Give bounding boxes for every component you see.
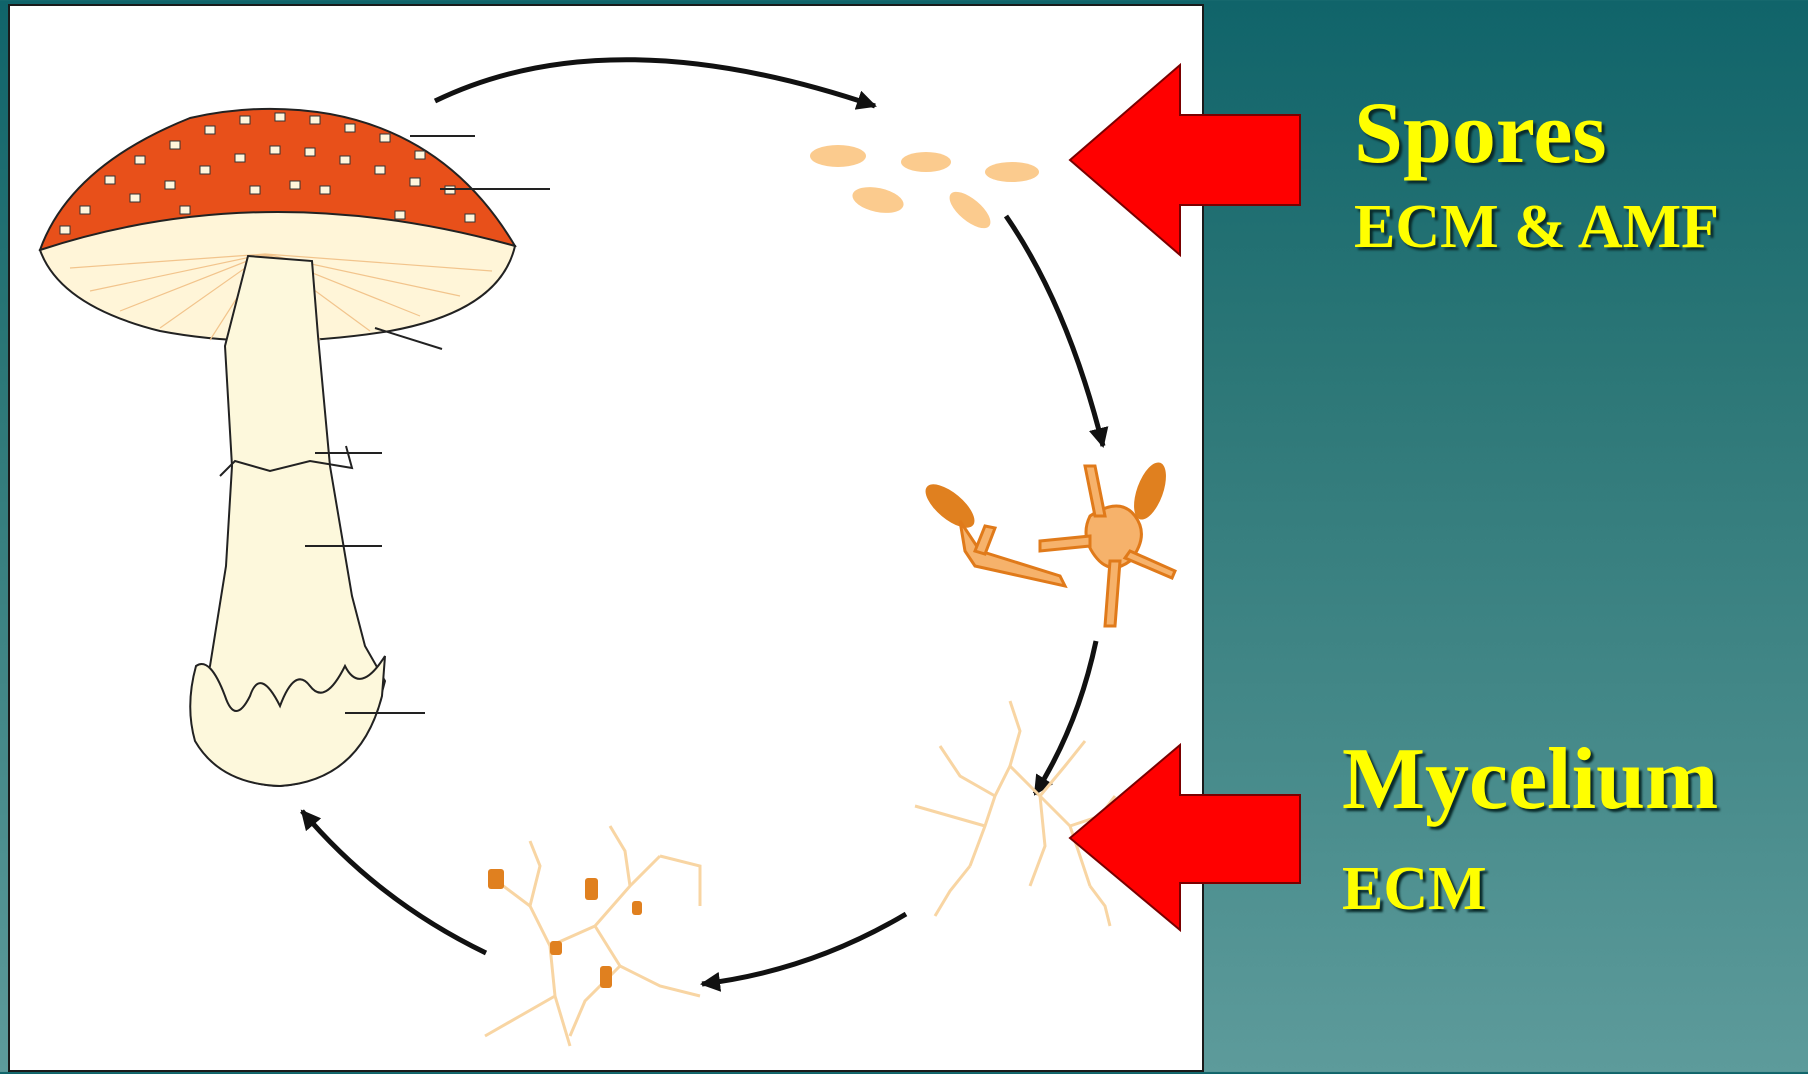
cycle-arrow-icon [702,914,906,984]
spores-title: Spores [1354,90,1607,178]
spores-icon [810,145,1039,234]
pointer-arrow-icon [1060,740,1310,940]
mycelium-subtitle: ECM [1342,858,1487,920]
mycelium-title: Mycelium [1342,736,1718,824]
life-cycle-panel [8,4,1204,1072]
germinating-spores-icon [919,458,1175,626]
mycelium-with-knots-icon [485,826,700,1046]
mushroom-fruiting-body-icon [40,109,515,786]
cycle-arrow-icon [435,60,875,106]
cycle-arrow-icon [302,811,486,953]
pointer-arrow-icon [1060,60,1310,260]
fungal-life-cycle-diagram [10,6,1206,1074]
spores-subtitle: ECM & AMF [1354,196,1719,258]
